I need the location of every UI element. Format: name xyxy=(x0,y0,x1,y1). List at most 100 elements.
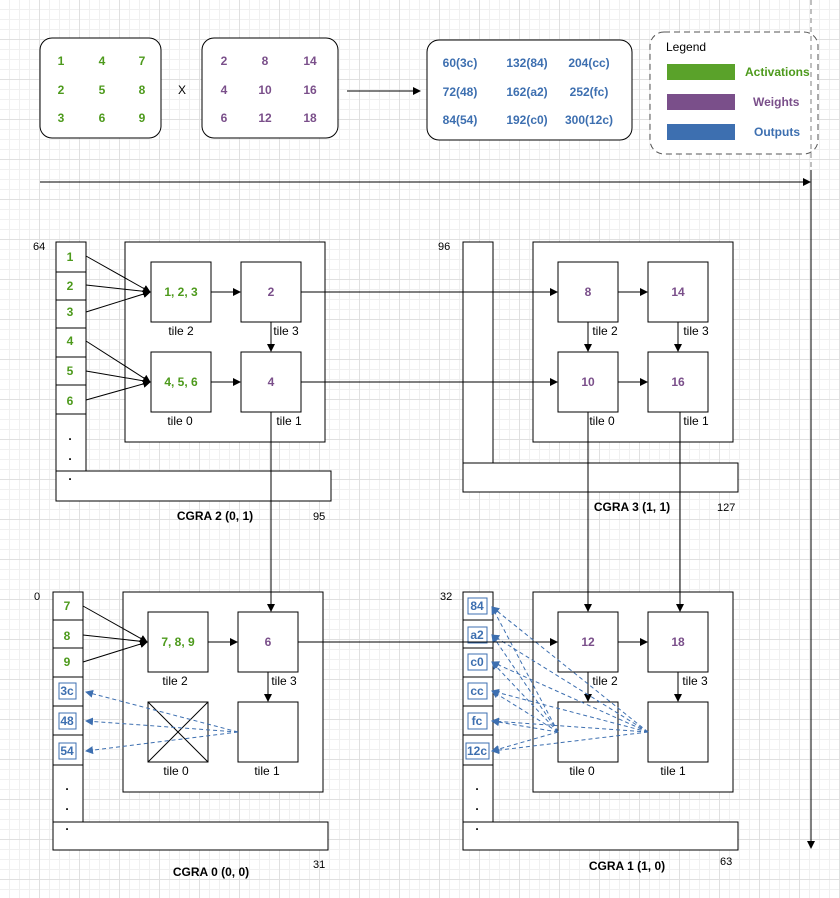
memory-cell: 2 xyxy=(67,279,74,293)
tile-label: tile 2 xyxy=(162,674,188,688)
cgra0-start-address: 0 xyxy=(34,591,40,603)
multiply-operator: X xyxy=(178,83,186,97)
act-cell: 9 xyxy=(139,111,146,125)
act-cell: 3 xyxy=(58,111,65,125)
tile-value: 14 xyxy=(671,285,685,299)
act-cell: 8 xyxy=(139,83,146,97)
memory-cell: 3c xyxy=(60,684,74,698)
legend-swatch-weights xyxy=(667,94,735,110)
output-cell: 162(a2) xyxy=(506,85,547,99)
tile-label: tile 1 xyxy=(276,414,302,428)
tile-label: tile 2 xyxy=(592,324,618,338)
act-cell: 4 xyxy=(99,54,106,68)
memory-ellipsis: . xyxy=(475,799,478,813)
tile-label: tile 1 xyxy=(660,764,686,778)
cgra2-end-address: 95 xyxy=(313,511,325,523)
tile-label: tile 3 xyxy=(683,324,709,338)
cgra0-end-address: 31 xyxy=(313,859,325,871)
tile-label: tile 1 xyxy=(683,414,709,428)
tile-value: 16 xyxy=(671,375,685,389)
legend-title: Legend xyxy=(666,40,706,54)
tile-value: 10 xyxy=(581,375,595,389)
memory-cell: 5 xyxy=(67,364,74,378)
memory-cell: 1 xyxy=(67,250,74,264)
legend-swatch-activations xyxy=(667,64,735,80)
tile-label: tile 0 xyxy=(167,414,193,428)
memory-ellipsis: . xyxy=(65,779,68,793)
act-cell: 7 xyxy=(139,54,146,68)
legend-swatch-outputs xyxy=(667,124,735,140)
cgra-0: 0 7 8 9 3c 48 54 . . . 7, 8, 9 6 tile 2 … xyxy=(34,591,329,879)
cgra3-end-address: 127 xyxy=(717,502,735,514)
weight-cell: 16 xyxy=(303,83,317,97)
cgra-3: 96 8 14 10 16 tile 2 tile 3 tile 0 tile … xyxy=(438,241,739,514)
weight-cell: 8 xyxy=(262,54,269,68)
legend-label-weights: Weights xyxy=(753,95,800,109)
act-cell: 1 xyxy=(58,54,65,68)
memory-ellipsis: . xyxy=(68,429,71,443)
tile-value: 18 xyxy=(671,635,685,649)
output-cell: 72(48) xyxy=(443,85,478,99)
tile-value: 4, 5, 6 xyxy=(164,375,198,389)
memory-cell: 7 xyxy=(64,599,71,613)
memory-ellipsis: . xyxy=(68,469,71,483)
cgra3-title: CGRA 3 (1, 1) xyxy=(594,500,670,514)
memory-cell: 4 xyxy=(67,334,74,348)
output-cell: 300(12c) xyxy=(565,113,613,127)
output-cell: 60(3c) xyxy=(443,56,478,70)
act-cell: 6 xyxy=(99,111,106,125)
memory-ellipsis: . xyxy=(65,799,68,813)
tile-label: tile 3 xyxy=(271,674,297,688)
memory-cell: 48 xyxy=(60,714,74,728)
weight-cell: 4 xyxy=(221,83,228,97)
output-cell: 84(54) xyxy=(443,113,478,127)
tile-value: 6 xyxy=(265,635,272,649)
tile-value: 12 xyxy=(581,635,595,649)
cgra3-start-address: 96 xyxy=(438,241,450,253)
activation-matrix: 1 4 7 2 5 8 3 6 9 xyxy=(39,37,162,139)
cgra1-end-address: 63 xyxy=(720,856,732,868)
tile-value: 1, 2, 3 xyxy=(164,285,198,299)
memory-ellipsis: . xyxy=(475,779,478,793)
memory-cell: 54 xyxy=(60,744,74,758)
memory-ellipsis: . xyxy=(475,819,478,833)
legend: Legend Activations Weights Outputs xyxy=(649,31,819,155)
cgra0-title: CGRA 0 (0, 0) xyxy=(173,865,249,879)
cgra-2: 64 1 2 3 4 5 6 . . . 1, 2, 3 2 4, 5, 6 4… xyxy=(33,241,332,523)
memory-cell: 3 xyxy=(67,305,74,319)
tile-label: tile 0 xyxy=(589,414,615,428)
cgra2-title: CGRA 2 (0, 1) xyxy=(177,509,253,523)
weight-cell: 12 xyxy=(258,111,272,125)
memory-cell: 9 xyxy=(64,655,71,669)
tile-label: tile 3 xyxy=(682,674,708,688)
act-cell: 5 xyxy=(99,83,106,97)
cgra1-start-address: 32 xyxy=(440,591,452,603)
tile-label: tile 1 xyxy=(254,764,280,778)
legend-label-outputs: Outputs xyxy=(754,125,800,139)
output-cell: 132(84) xyxy=(506,56,547,70)
memory-cell: 8 xyxy=(64,629,71,643)
tile-value: 8 xyxy=(585,285,592,299)
memory-ellipsis: . xyxy=(65,819,68,833)
cgra-1: 32 84 a2 c0 cc fc 12c . . . 12 18 tile 2… xyxy=(440,591,739,873)
weight-cell: 6 xyxy=(221,111,228,125)
weight-matrix: 2 8 14 4 10 16 6 12 18 xyxy=(201,37,339,139)
tile-value: 2 xyxy=(268,285,275,299)
memory-cell: fc xyxy=(472,714,483,728)
memory-cell: 6 xyxy=(67,394,74,408)
weight-cell: 14 xyxy=(303,54,317,68)
output-matrix: 60(3c) 132(84) 204(cc) 72(48) 162(a2) 25… xyxy=(426,39,633,141)
tile-value: 4 xyxy=(268,375,275,389)
weight-cell: 10 xyxy=(258,83,272,97)
memory-cell: 84 xyxy=(470,599,484,613)
output-cell: 192(c0) xyxy=(506,113,547,127)
tile-label: tile 2 xyxy=(168,324,194,338)
cgra2-start-address: 64 xyxy=(33,241,45,253)
output-cell: 252(fc) xyxy=(570,85,609,99)
weight-cell: 2 xyxy=(221,54,228,68)
weight-cell: 18 xyxy=(303,111,317,125)
memory-cell: 12c xyxy=(467,744,487,758)
tile-label: tile 2 xyxy=(592,674,618,688)
memory-cell: cc xyxy=(470,684,484,698)
